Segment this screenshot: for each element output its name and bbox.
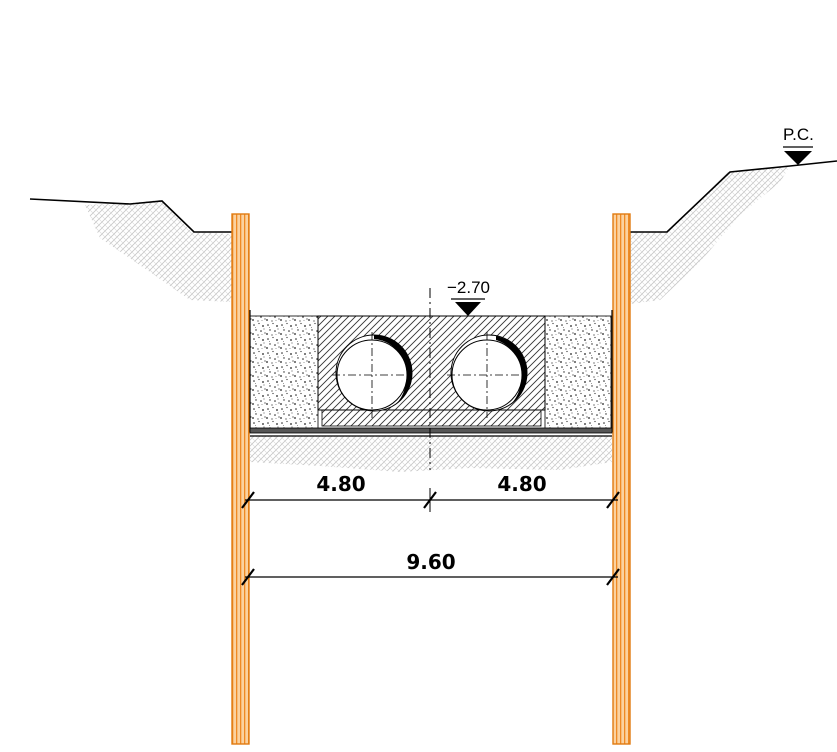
dimension-total-width: 9.60 <box>406 550 455 574</box>
ground-line-left <box>29 198 232 233</box>
soil-under-slab <box>250 436 612 472</box>
twin-culvert <box>317 315 546 427</box>
sheet-pile-right <box>612 213 631 745</box>
soil-left <box>85 200 232 302</box>
sheet-pile-left <box>231 213 250 745</box>
pipe-right <box>447 332 528 418</box>
dimension-total: 9.60 <box>241 550 620 586</box>
soil-right <box>630 166 790 304</box>
gravel-fill-right <box>544 315 612 433</box>
ground-level-label: P.C. <box>783 125 814 144</box>
slab-level-marker: −2.70 <box>447 278 490 316</box>
gravel-fill-left <box>249 315 319 433</box>
pipe-left <box>332 332 413 418</box>
ground-line-right <box>630 160 837 233</box>
dimension-halves: 4.80 4.80 <box>241 472 620 512</box>
dimension-right-half: 4.80 <box>497 472 546 496</box>
dimension-left-half: 4.80 <box>316 472 365 496</box>
base-slab <box>249 427 613 434</box>
slab-level-label: −2.70 <box>447 278 490 297</box>
ground-level-marker: P.C. <box>783 125 814 165</box>
